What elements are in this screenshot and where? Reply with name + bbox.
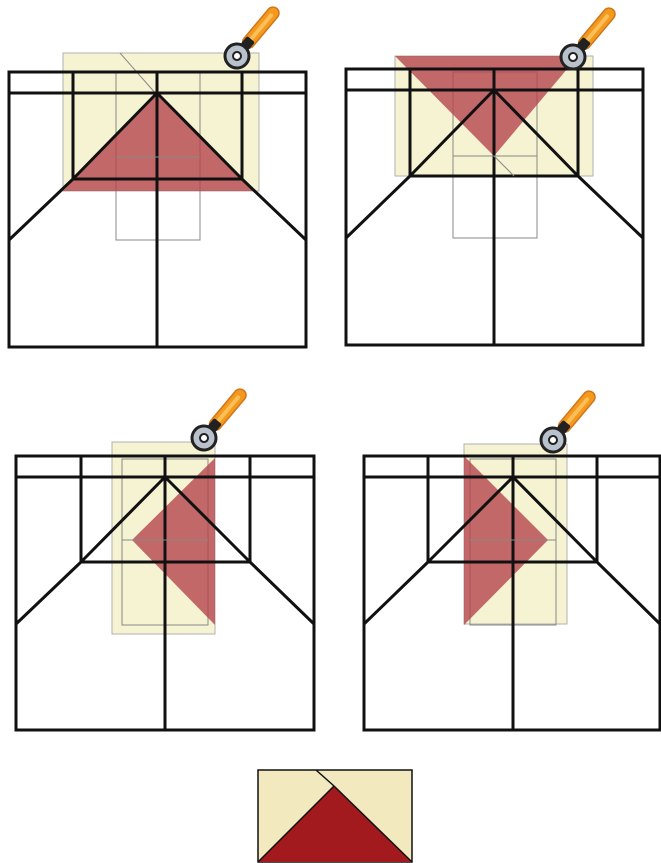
finished-unit bbox=[258, 770, 412, 862]
step-2-panel bbox=[346, 2, 643, 345]
step-3-panel bbox=[16, 383, 314, 730]
rotary-cutter-icon bbox=[536, 385, 602, 457]
rotary-cutter-icon bbox=[187, 383, 253, 455]
step-4-panel bbox=[364, 385, 660, 730]
step-1-panel bbox=[9, 1, 306, 347]
